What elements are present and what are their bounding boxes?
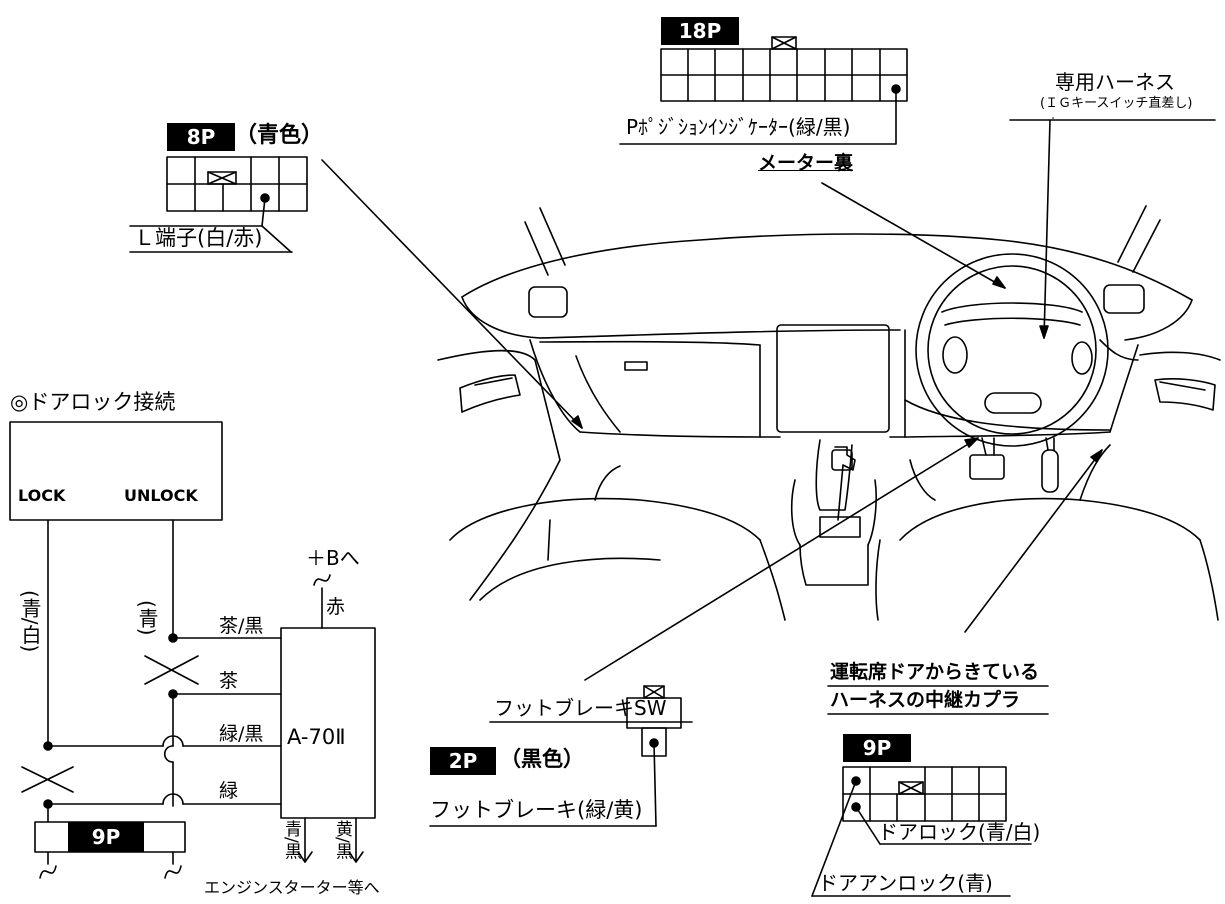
connector-8p-grid — [129, 156, 308, 253]
wire-green-black: 緑/黒 — [219, 723, 264, 745]
unit-label: A-70Ⅱ — [287, 725, 346, 749]
red-wire-label: 赤 — [326, 596, 346, 618]
leader-lines — [321, 117, 1216, 681]
harness-title: 専用ハーネス — [1055, 70, 1175, 94]
connector-9p-pin-label-2: ドアアンロック(青) — [818, 871, 993, 895]
connector-8p-pin-label: Ｌ端子(白/赤) — [134, 226, 263, 250]
unlock-label: UNLOCK — [124, 486, 198, 505]
connector-18p-pin-label: Pﾎﾟｼﾞｼｮﾝｲﾝｼﾞｹｰﾀｰ(緑/黒) — [626, 115, 851, 139]
connector-2p-color: （黒色） — [500, 747, 584, 771]
badge-9p-right: 9P — [843, 734, 911, 762]
connector-2p-pin-label: フットブレーキ(緑/黄) — [430, 798, 643, 822]
harness-subtitle: (ＩＧキースイッチ直差し) — [1040, 96, 1193, 111]
foot-brake-sw-title: フットブレーキSW — [494, 696, 667, 720]
wire-green: 緑 — [219, 780, 239, 802]
badge-8p: 8P — [167, 123, 235, 151]
wire-brown-black: 茶/黒 — [219, 615, 264, 637]
badge-9p-left: 9P — [68, 822, 144, 852]
relay-coupler-title-2: ハーネスの中継カプラ — [830, 689, 1021, 711]
connector-18p-grid — [619, 36, 908, 145]
car-interior-drawing — [437, 205, 1221, 621]
to-starter-label: エンジンスターター等へ — [204, 878, 380, 897]
badge-18p: 18P — [661, 17, 739, 45]
output-wire-1: 青/黒 — [281, 820, 301, 860]
connector-9p-right-grid — [811, 685, 1049, 897]
relay-coupler-title-1: 運転席ドアからきている — [830, 661, 1040, 683]
badge-2p: 2P — [430, 747, 496, 775]
connector-2p-grid — [429, 685, 693, 827]
door-lock-title: ◎ドアロック接続 — [10, 390, 176, 414]
wire-brown: 茶 — [219, 670, 239, 692]
lock-wire-color: (青/白) — [18, 590, 42, 653]
plus-b-label: ＋Bへ — [306, 546, 360, 570]
connector-9p-pin-label-1: ドアロック(青/白) — [878, 820, 1041, 844]
lock-label: LOCK — [18, 486, 66, 505]
output-wire-2: 黄/黒 — [332, 820, 352, 860]
meter-back-label: メーター裏 — [758, 152, 854, 174]
unlock-wire-color: (青) — [135, 600, 159, 636]
connector-8p-color: （青色） — [235, 123, 324, 148]
door-lock-wiring — [9, 421, 376, 879]
